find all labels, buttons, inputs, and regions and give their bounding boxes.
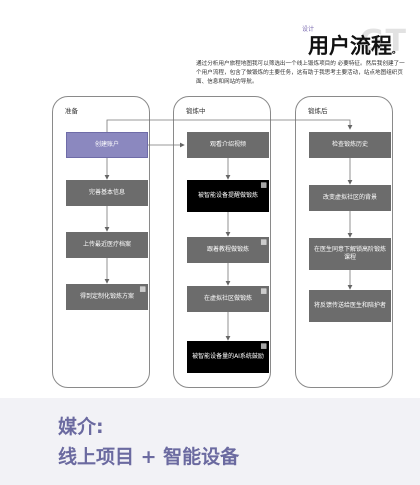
step-intro-video: 观看介绍视频: [187, 132, 269, 158]
step-label: 完善基本信息: [88, 189, 125, 196]
lane-label: 锻炼后: [308, 107, 328, 115]
arrow: [106, 119, 353, 132]
footer-background: [0, 398, 420, 485]
step-label: 创建账户: [94, 141, 119, 148]
media-value: 线上项目 + 智能设备: [58, 446, 240, 468]
step-virtual-community: ▦ 在虚拟社区做锻炼: [187, 286, 269, 312]
device-icon: ▦: [139, 285, 146, 293]
step-label: 上传最近医疗档案: [82, 241, 131, 248]
title-tag: 设计: [302, 26, 315, 33]
device-icon: ▦: [260, 181, 267, 189]
title-block: GT 设计 用户流程。: [250, 22, 410, 62]
step-complete-info: 完善基本信息: [66, 180, 148, 206]
step-custom-plan: ▦ 得到定制化锻炼方案: [66, 284, 148, 310]
step-change-background: 改变虚拟社区的背景: [309, 185, 391, 211]
page-title-suffix: 。: [392, 46, 402, 56]
step-upload-records: 上传最近医疗档案: [66, 232, 148, 258]
step-label: 在医生同意下解锁高阶锻炼课程: [313, 246, 386, 261]
step-label: 将反馈传送给医生和陪护者: [313, 302, 386, 309]
device-icon: ▦: [260, 342, 267, 350]
page-title: 用户流程。: [308, 30, 401, 60]
step-label: 得到定制化锻炼方案: [79, 293, 134, 300]
step-create-account: 创建账户: [66, 132, 148, 158]
step-check-history: 检查锻炼历史: [309, 132, 391, 158]
step-label: 改变虚拟社区的背景: [322, 194, 377, 201]
step-ai-encouragement: ▦ 被智能设备量的AI系统鼓励: [187, 341, 269, 373]
lane-label: 锻炼中: [186, 107, 206, 115]
step-label: 被智能设备提醒做锻炼: [197, 192, 258, 199]
device-icon: ▦: [260, 238, 267, 246]
step-unlock-advanced: 在医生同意下解锁高阶锻炼课程: [309, 238, 391, 270]
step-label: 观看介绍视频: [209, 141, 246, 148]
media-label: 媒介:: [58, 416, 104, 438]
step-label: 在虚拟社区做锻炼: [203, 295, 252, 302]
step-device-reminder: ▦被智能设备提醒做锻炼: [187, 180, 269, 212]
step-label: 检查锻炼历史: [331, 141, 368, 148]
title-watermark: GT: [359, 24, 408, 59]
device-icon: ▦: [260, 287, 267, 295]
step-follow-tutorial: ▦ 跟着教程做锻炼: [187, 237, 269, 263]
page-title-text: 用户流程: [308, 34, 392, 58]
step-label: 被智能设备量的AI系统鼓励: [192, 353, 264, 360]
step-send-feedback: 将反馈传送给医生和陪护者: [309, 290, 391, 322]
step-label: 跟着教程做锻炼: [206, 246, 249, 253]
lane-label: 准备: [65, 107, 78, 115]
page-description: 通过分析用户旅程地图我可以筛选出一个线上锻炼项目的 必要特征。然后我创建了一个用…: [196, 61, 405, 85]
